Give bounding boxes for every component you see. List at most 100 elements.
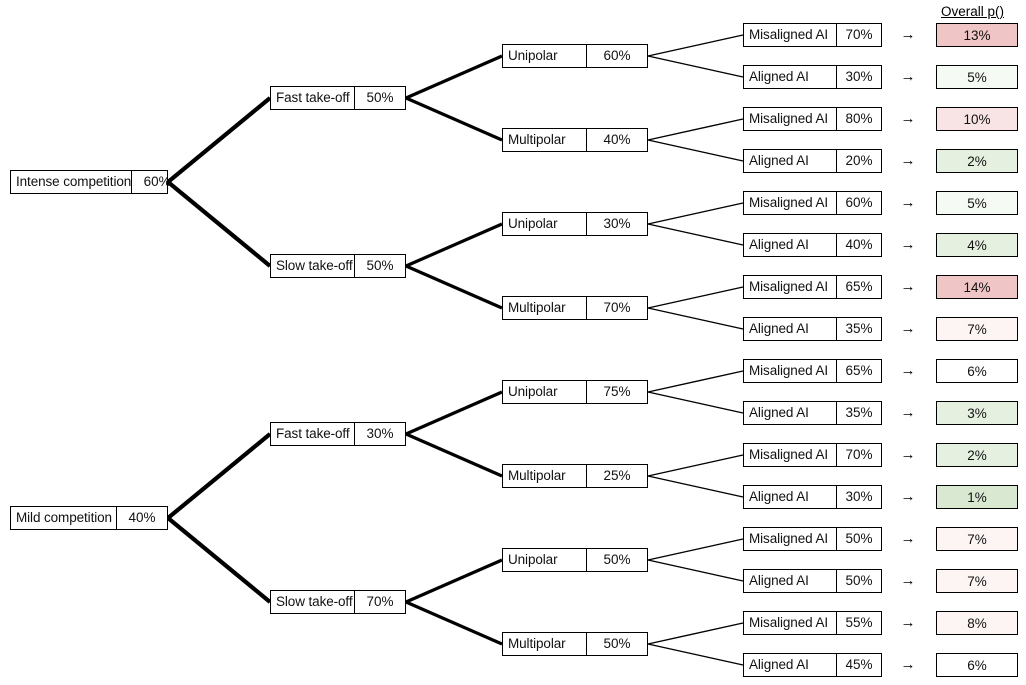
node-intense-slow-uni-label: Unipolar xyxy=(508,216,558,232)
overall-probability-2: 10% xyxy=(936,107,1018,131)
overall-probability-14: 8% xyxy=(936,611,1018,635)
node-leaf-8-probability: 65% xyxy=(836,360,881,382)
node-leaf-3-probability: 20% xyxy=(836,150,881,172)
node-leaf-8[interactable]: Misaligned AI 65% xyxy=(743,359,882,383)
node-intense-probability: 60% xyxy=(131,171,182,193)
node-mild-fast-uni[interactable]: Unipolar 75% xyxy=(502,380,648,404)
arrow-icon-1: → xyxy=(900,68,916,85)
overall-probability-6: 14% xyxy=(936,275,1018,299)
node-intense-fast-label: Fast take-off xyxy=(276,90,350,106)
node-mild-fast-uni-label: Unipolar xyxy=(508,384,558,400)
overall-probability-13: 7% xyxy=(936,569,1018,593)
node-mild-slow-multi[interactable]: Multipolar 50% xyxy=(502,632,648,656)
overall-probability-12: 7% xyxy=(936,527,1018,551)
node-leaf-6[interactable]: Misaligned AI 65% xyxy=(743,275,882,299)
node-mild-fast-probability: 30% xyxy=(354,423,405,445)
node-leaf-13[interactable]: Aligned AI 50% xyxy=(743,569,882,593)
node-leaf-2[interactable]: Misaligned AI 80% xyxy=(743,107,882,131)
node-leaf-0-label: Misaligned AI xyxy=(749,27,828,43)
node-leaf-2-label: Misaligned AI xyxy=(749,111,828,127)
node-intense-slow-uni[interactable]: Unipolar 30% xyxy=(502,212,648,236)
node-leaf-15-probability: 45% xyxy=(836,654,881,676)
node-leaf-12[interactable]: Misaligned AI 50% xyxy=(743,527,882,551)
node-mild-probability: 40% xyxy=(116,507,167,529)
node-intense-label: Intense competition xyxy=(16,174,132,190)
node-leaf-13-probability: 50% xyxy=(836,570,881,592)
node-mild-slow-uni-label: Unipolar xyxy=(508,552,558,568)
node-mild-slow-uni-probability: 50% xyxy=(586,549,647,571)
overall-probability-8: 6% xyxy=(936,359,1018,383)
node-intense-fast-probability: 50% xyxy=(354,87,405,109)
node-leaf-6-label: Misaligned AI xyxy=(749,279,828,295)
overall-probability-1: 5% xyxy=(936,65,1018,89)
arrow-icon-12: → xyxy=(900,530,916,547)
overall-probability-5: 4% xyxy=(936,233,1018,257)
node-mild-fast-label: Fast take-off xyxy=(276,426,350,442)
node-leaf-3-label: Aligned AI xyxy=(749,153,809,169)
node-leaf-10-label: Misaligned AI xyxy=(749,447,828,463)
node-leaf-8-label: Misaligned AI xyxy=(749,363,828,379)
overall-probability-11: 1% xyxy=(936,485,1018,509)
node-mild-slow-label: Slow take-off xyxy=(276,594,353,610)
node-intense-slow-label: Slow take-off xyxy=(276,258,353,274)
node-intense-fast-multi-label: Multipolar xyxy=(508,132,566,148)
arrow-icon-15: → xyxy=(900,656,916,673)
node-leaf-5-probability: 40% xyxy=(836,234,881,256)
node-intense-slow-probability: 50% xyxy=(354,255,405,277)
arrow-icon-2: → xyxy=(900,110,916,127)
arrow-icon-8: → xyxy=(900,362,916,379)
overall-probability-3: 2% xyxy=(936,149,1018,173)
node-mild-slow-multi-probability: 50% xyxy=(586,633,647,655)
node-leaf-2-probability: 80% xyxy=(836,108,881,130)
arrow-icon-10: → xyxy=(900,446,916,463)
node-leaf-3[interactable]: Aligned AI 20% xyxy=(743,149,882,173)
node-leaf-12-label: Misaligned AI xyxy=(749,531,828,547)
node-leaf-13-label: Aligned AI xyxy=(749,573,809,589)
arrow-icon-7: → xyxy=(900,320,916,337)
node-mild-slow-multi-label: Multipolar xyxy=(508,636,566,652)
node-leaf-11-label: Aligned AI xyxy=(749,489,809,505)
node-leaf-1-probability: 30% xyxy=(836,66,881,88)
node-leaf-1[interactable]: Aligned AI 30% xyxy=(743,65,882,89)
overall-probability-10: 2% xyxy=(936,443,1018,467)
node-leaf-14-label: Misaligned AI xyxy=(749,615,828,631)
node-leaf-12-probability: 50% xyxy=(836,528,881,550)
overall-probability-7: 7% xyxy=(936,317,1018,341)
arrow-icon-9: → xyxy=(900,404,916,421)
node-mild-label: Mild competition xyxy=(16,510,112,526)
node-intense-slow-uni-probability: 30% xyxy=(586,213,647,235)
arrow-icon-6: → xyxy=(900,278,916,295)
arrow-icon-14: → xyxy=(900,614,916,631)
node-mild-slow-uni[interactable]: Unipolar 50% xyxy=(502,548,648,572)
overall-probability-4: 5% xyxy=(936,191,1018,215)
node-leaf-1-label: Aligned AI xyxy=(749,69,809,85)
arrow-icon-5: → xyxy=(900,236,916,253)
node-leaf-7-label: Aligned AI xyxy=(749,321,809,337)
node-mild-fast-multi-probability: 25% xyxy=(586,465,647,487)
node-intense-slow-multi-probability: 70% xyxy=(586,297,647,319)
node-leaf-6-probability: 65% xyxy=(836,276,881,298)
node-leaf-4-label: Misaligned AI xyxy=(749,195,828,211)
node-mild-fast-uni-probability: 75% xyxy=(586,381,647,403)
